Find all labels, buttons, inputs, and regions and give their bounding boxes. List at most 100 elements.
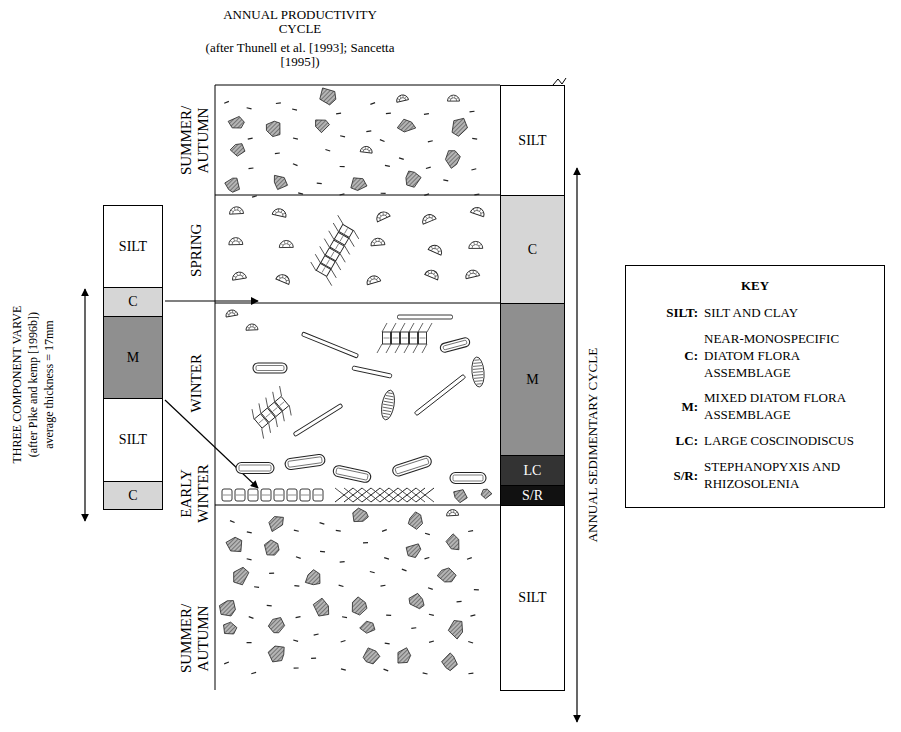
illustration-shape: [405, 96, 407, 98]
illustration-shape: [373, 276, 375, 279]
illustration-shape: [283, 212, 286, 214]
illustration-shape: [473, 371, 483, 373]
clay-flake: [294, 667, 299, 668]
illustration-shape: [434, 245, 436, 248]
band-label: SILT: [518, 590, 546, 606]
layer-band: SILT: [500, 505, 565, 691]
panel-border: [215, 303, 500, 304]
illustration-shape: [227, 313, 229, 315]
key-abbreviation: S/R:: [640, 468, 698, 485]
silt-grain: [448, 621, 462, 639]
clay-flake: [224, 662, 229, 664]
layer-band: C: [103, 481, 163, 510]
rhizosolenia-mat: [416, 488, 434, 502]
coccolith: [446, 509, 458, 516]
coccolith: [396, 94, 409, 103]
coccolith: [447, 95, 459, 101]
clay-flake: [339, 585, 344, 586]
layer-band: M: [103, 316, 163, 399]
silt-grain: [352, 597, 367, 615]
key-description: MIXED DIATOM FLORA ASSEMBLAGE: [704, 390, 864, 424]
illustration-shape: [301, 495, 309, 496]
rhizosolenia-mat: [362, 488, 380, 502]
clay-flake: [294, 585, 299, 587]
illustration-shape: [450, 473, 486, 484]
coccolith: [360, 146, 373, 153]
illustration-shape: [331, 223, 341, 232]
layer-band: SILT: [103, 205, 163, 288]
illustration-shape: [434, 271, 436, 274]
illustration-shape: [279, 240, 293, 247]
rhizosolenia-rod: [301, 332, 358, 358]
illustration-shape: [472, 209, 475, 212]
illustration-shape: [428, 215, 430, 218]
coscinodiscus-girdle: [284, 454, 325, 470]
illustration-shape: [383, 332, 391, 344]
illustration-shape: [365, 147, 366, 150]
clay-flake: [336, 530, 341, 532]
silt-grain: [445, 151, 460, 169]
clay-flake: [468, 673, 473, 675]
illustration-shape: [327, 260, 330, 265]
silt-grain: [481, 489, 492, 499]
key-description: NEAR-MONOSPECIFIC DIATOM FLORA ASSEMBLAG…: [704, 331, 864, 382]
layer-band: C: [500, 195, 565, 304]
illustration-shape: [335, 215, 345, 224]
clay-flake: [267, 605, 272, 607]
band-label: SILT: [119, 432, 147, 448]
clay-flake: [247, 531, 252, 533]
illustration-shape: [448, 512, 450, 514]
illustration-shape: [259, 419, 264, 423]
illustration-shape: [279, 277, 288, 284]
illustration-shape: [383, 404, 393, 406]
illustration-shape: [278, 276, 281, 279]
coccolith: [428, 243, 444, 255]
illustration-shape: [232, 271, 247, 280]
illustration-shape: [279, 411, 289, 421]
illustration-shape: [379, 213, 381, 216]
rhizosolenia-mat: [407, 488, 425, 502]
illustration-shape: [468, 273, 476, 279]
column-frame: [215, 78, 566, 690]
illustration-shape: [453, 510, 455, 513]
panel-border: [215, 85, 216, 690]
clay-flake: [298, 193, 303, 194]
illustration-shape: [473, 210, 482, 216]
rhizosolenia-mat: [344, 488, 362, 502]
illustration-shape: [273, 408, 278, 412]
coccolith: [421, 212, 437, 224]
clay-flake: [294, 530, 299, 531]
band-label: C: [128, 294, 137, 310]
coccolith: [276, 273, 292, 285]
illustration-shape: [411, 338, 417, 339]
silt-grain: [353, 508, 369, 521]
key-box: KEYSILT:SILT AND CLAYC:NEAR-MONOSPECIFIC…: [625, 265, 885, 508]
clay-flake: [296, 557, 301, 559]
rhizosolenia-rod: [398, 315, 453, 319]
panel-border: [215, 85, 500, 86]
clay-flake: [275, 152, 280, 154]
illustration-shape: [342, 246, 352, 255]
illustration-shape: [246, 324, 258, 331]
illustration-shape: [377, 216, 380, 219]
illustration-shape: [340, 236, 343, 241]
rhizosolenia-mat: [344, 488, 362, 502]
rhizosolenia-mat: [353, 488, 371, 502]
citation: (after Thunell et al. [1993]; Sancetta […: [203, 41, 398, 70]
silt-layer: [219, 508, 478, 674]
clay-flake: [428, 141, 433, 142]
layer-band: S/R: [500, 485, 565, 506]
coccolith: [225, 309, 238, 317]
silt-grain: [228, 116, 244, 128]
season-label: WINTER: [188, 333, 205, 433]
clay-flake: [292, 109, 297, 110]
silt-grain: [219, 601, 235, 616]
key-grid: SILT:SILT AND CLAYC:NEAR-MONOSPECIFIC DI…: [640, 305, 870, 493]
illustration-shape: [345, 228, 348, 233]
illustration-shape: [469, 271, 471, 274]
clay-flake: [341, 641, 346, 642]
clay-flake: [247, 108, 252, 109]
key-abbreviation: M:: [640, 399, 698, 416]
illustration-shape: [409, 323, 414, 332]
illustration-shape: [437, 247, 439, 250]
